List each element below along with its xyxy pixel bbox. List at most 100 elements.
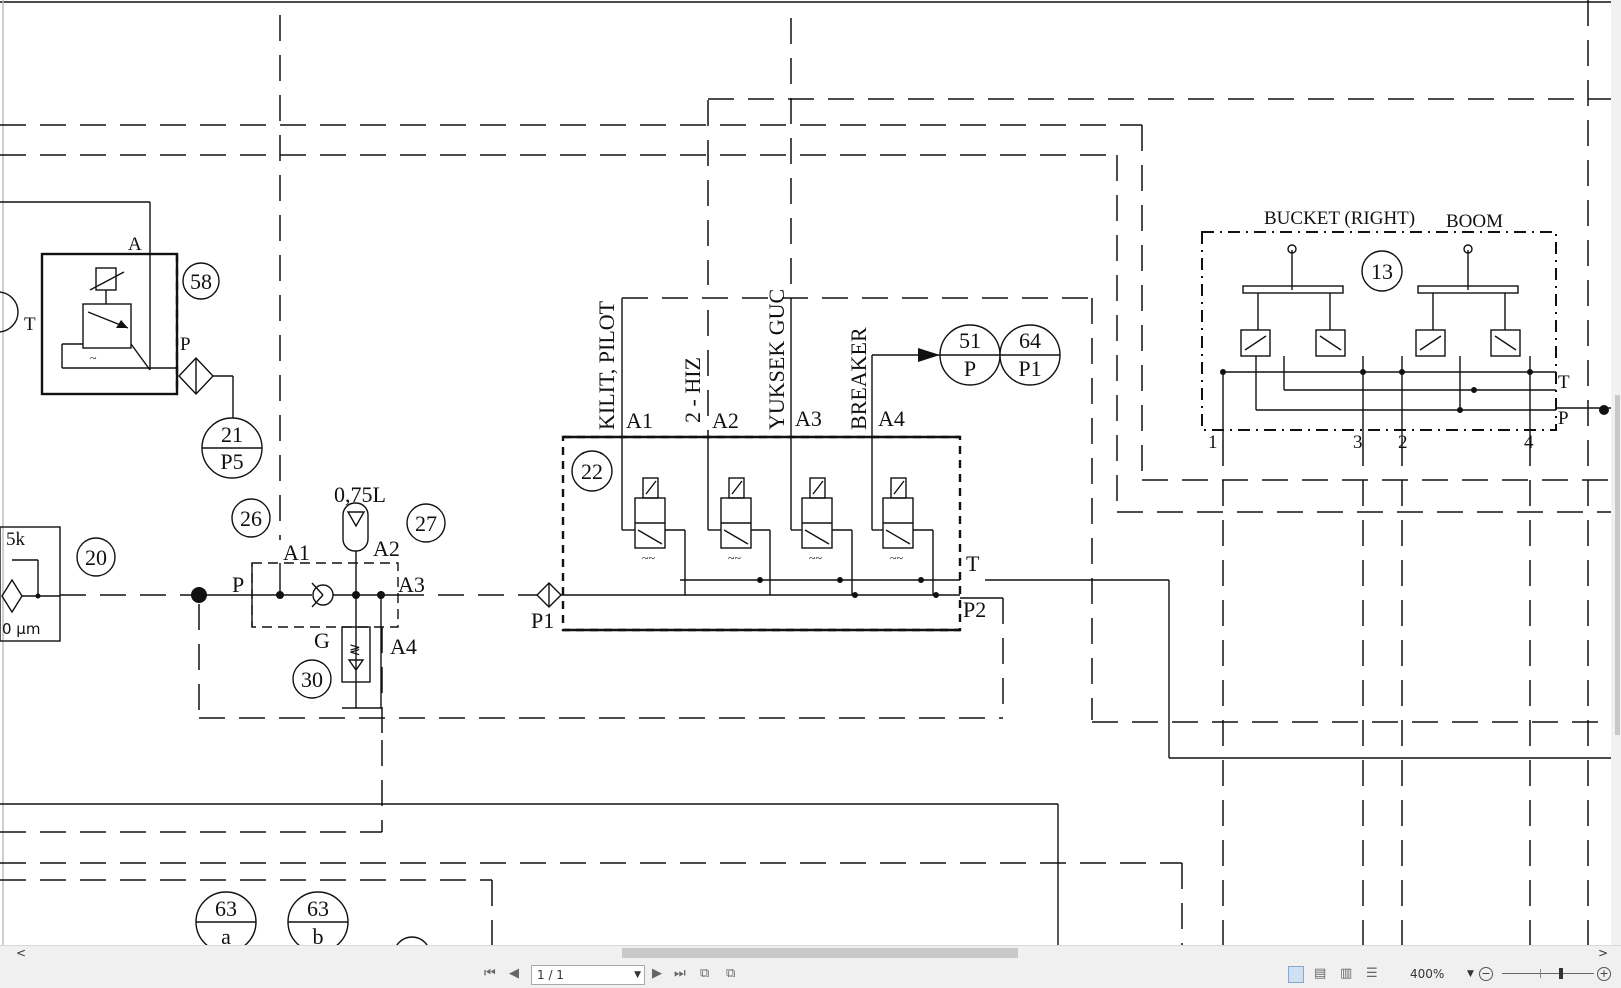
first-page-icon[interactable]: ⏮ [484, 966, 496, 981]
page-indicator: 1 / 1 [537, 968, 564, 982]
label-block-A2: A2 [373, 536, 400, 561]
zoom-slider[interactable] [1502, 973, 1594, 974]
two-page-continuous-view-icon[interactable]: ☰ [1366, 966, 1378, 981]
label-valve-A1: A1 [626, 408, 653, 433]
label-port-1: 1 [1208, 432, 1218, 453]
label-2-hiz: 2 - HIZ [680, 357, 705, 423]
label-valve-A2: A2 [712, 408, 739, 433]
label-block-A3: A3 [398, 572, 425, 597]
hydraulic-schematic: ~ T A P 58 21 P5 5k 0 µm 20 P A1 A2 A3 A… [0, 0, 1621, 945]
bubble-51-P: 51 P [939, 324, 1001, 386]
svg-text:20: 20 [85, 545, 107, 570]
label-micron: 0 µm [2, 620, 40, 638]
label-T-valve: T [966, 551, 980, 576]
scroll-right-button[interactable]: > [1598, 946, 1609, 960]
svg-text:P: P [964, 356, 976, 381]
next-page-icon[interactable]: ▶ [652, 966, 662, 981]
svg-text:b: b [313, 924, 324, 945]
label-P-left: P [180, 334, 191, 355]
bubble-58: 58 [182, 262, 220, 300]
bubble-21-P5: 21 P5 [201, 417, 263, 479]
svg-text:~~: ~~ [642, 551, 655, 565]
bubble-20: 20 [76, 537, 116, 577]
copy-icon[interactable]: ⧉ [726, 966, 736, 981]
bubble-30: 30 [292, 659, 332, 699]
svg-text:64: 64 [1019, 328, 1041, 353]
zoom-out-icon[interactable]: − [1479, 967, 1493, 981]
label-P-joystick: P [1558, 408, 1569, 429]
page-dropdown-icon[interactable]: ▼ [634, 970, 641, 980]
bubble-63-a: 63 a [195, 891, 257, 945]
label-T-left: T [24, 314, 36, 335]
svg-text:30: 30 [301, 667, 323, 692]
label-boom: BOOM [1446, 211, 1503, 232]
svg-text:26: 26 [240, 506, 262, 531]
svg-text:~~: ~~ [809, 551, 822, 565]
bubble-63-b: 63 b [287, 891, 349, 945]
label-P-block: P [232, 572, 244, 597]
svg-text:13: 13 [1371, 259, 1393, 284]
label-valve-A4: A4 [878, 406, 905, 431]
label-yuksek-guc: YUKSEK GUC [764, 289, 789, 430]
label-block-A1: A1 [283, 540, 310, 565]
zoom-dropdown-icon[interactable]: ▼ [1467, 969, 1474, 979]
bubble-22: 22 [571, 450, 613, 492]
label-P2: P2 [963, 597, 986, 622]
svg-text:27: 27 [415, 511, 437, 536]
zoom-slider-knob[interactable] [1559, 968, 1563, 979]
last-page-icon[interactable]: ⏭ [674, 966, 686, 981]
solenoid-valve-3: ~~ [801, 477, 833, 565]
label-accumulator-volume: 0,75L [334, 482, 386, 507]
horizontal-scroll-thumb[interactable] [622, 948, 1018, 958]
horizontal-scrollbar[interactable]: < > [0, 945, 1621, 960]
page-number-input[interactable]: 1 / 1 ▼ [531, 965, 645, 985]
svg-text:P5: P5 [220, 449, 243, 474]
label-G: G [314, 628, 330, 653]
rotate-icon[interactable]: ⧉ [700, 966, 710, 981]
svg-text:a: a [221, 924, 231, 945]
zoom-level[interactable]: 400% [1410, 967, 1445, 981]
label-port-3: 3 [1353, 432, 1363, 453]
label-port-4: 4 [1524, 432, 1534, 453]
svg-text:~~: ~~ [728, 551, 741, 565]
two-page-view-icon[interactable]: ▥ [1340, 966, 1353, 981]
svg-text:22: 22 [581, 459, 603, 484]
label-P1: P1 [531, 608, 554, 633]
svg-text:~: ~ [90, 351, 97, 365]
label-5k: 5k [6, 529, 26, 550]
label-kilit-pilot: KILIT, PILOT [594, 300, 619, 430]
svg-text:~~: ~~ [890, 551, 903, 565]
viewer-toolbar: ⏮ ◀ 1 / 1 ▼ ▶ ⏭ ⧉ ⧉ ▤ ▥ ☰ 400% ▼ − + [0, 960, 1621, 988]
single-page-view-icon[interactable] [1288, 966, 1304, 983]
joystick-bucket [1240, 244, 1346, 357]
bubble-13: 13 [1361, 250, 1403, 292]
svg-text:21: 21 [221, 422, 243, 447]
bubble-64-P1: 64 P1 [999, 324, 1061, 386]
svg-text:63: 63 [215, 896, 237, 921]
zoom-in-icon[interactable]: + [1597, 967, 1611, 981]
previous-page-icon[interactable]: ◀ [509, 966, 519, 981]
document-viewport[interactable]: ~ T A P 58 21 P5 5k 0 µm 20 P A1 A2 A3 A… [0, 0, 1621, 945]
svg-text:≷: ≷ [349, 643, 361, 658]
label-block-A4: A4 [390, 634, 417, 659]
vertical-scroll-thumb[interactable] [1615, 395, 1620, 735]
svg-text:63: 63 [307, 896, 329, 921]
label-T-joystick: T [1558, 372, 1570, 393]
solenoid-valve-1: ~~ [634, 477, 666, 565]
svg-text:58: 58 [190, 269, 212, 294]
continuous-view-icon[interactable]: ▤ [1314, 966, 1327, 981]
joystick-boom [1415, 244, 1521, 357]
solenoid-valve-2: ~~ [720, 477, 752, 565]
solenoid-valve-4: ~~ [882, 477, 914, 565]
label-port-2: 2 [1398, 432, 1408, 453]
label-bucket-right: BUCKET (RIGHT) [1264, 208, 1415, 229]
bubble-26: 26 [231, 498, 271, 538]
svg-text:51: 51 [959, 328, 981, 353]
zoom-slider-tick [1540, 969, 1541, 978]
label-A-top: A [128, 234, 142, 255]
label-breaker: BREAKER [846, 327, 871, 430]
label-valve-A3: A3 [795, 406, 822, 431]
svg-text:P1: P1 [1018, 356, 1041, 381]
vertical-scrollbar[interactable] [1611, 0, 1621, 945]
scroll-left-button[interactable]: < [16, 946, 27, 960]
